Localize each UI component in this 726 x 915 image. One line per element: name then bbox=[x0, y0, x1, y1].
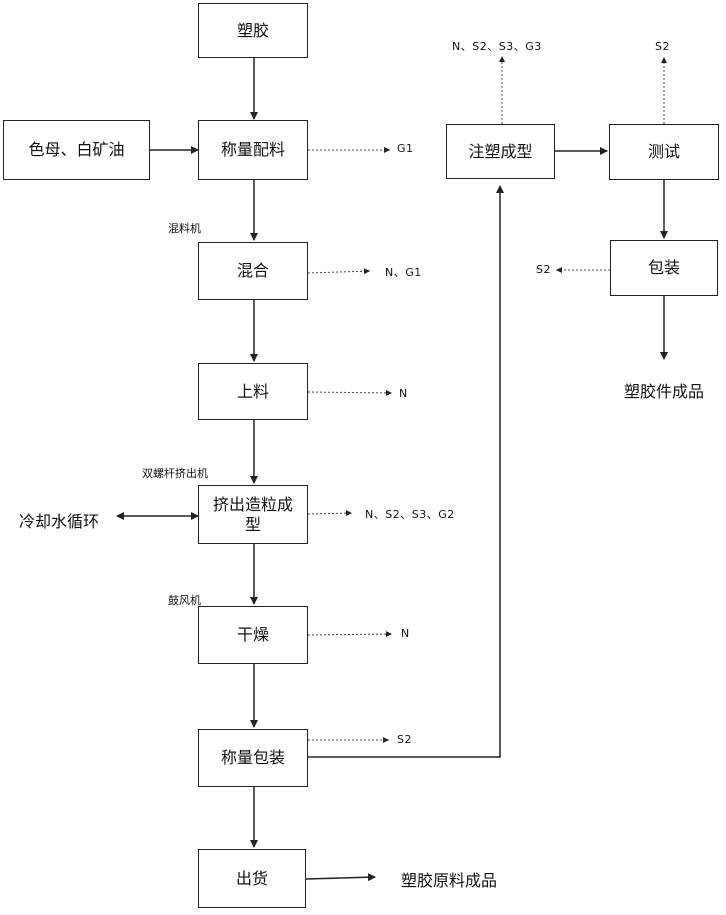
emission-feed bbox=[307, 389, 393, 396]
node-part-product: 塑胶件成品 bbox=[608, 362, 720, 418]
equipment-twin-screw: 双螺杆挤出机 bbox=[142, 467, 208, 480]
output-weigh-batch: G1 bbox=[397, 142, 414, 155]
arrow-ship-to-product bbox=[305, 873, 376, 882]
emission-dry bbox=[307, 631, 393, 638]
node-weigh-pack: 称量包装 bbox=[198, 729, 308, 787]
emission-mix bbox=[307, 268, 371, 275]
output-extrude: N、S2、S3、G2 bbox=[365, 508, 455, 521]
node-plastic: 塑胶 bbox=[198, 3, 308, 58]
node-mix: 混合 bbox=[198, 242, 308, 300]
node-ship: 出货 bbox=[198, 849, 306, 908]
equipment-blower: 鼓风机 bbox=[168, 594, 201, 607]
equipment-mixer: 混料机 bbox=[168, 222, 201, 235]
node-cooling: 冷却水循环 bbox=[3, 492, 115, 548]
output-test: S2 bbox=[655, 40, 670, 53]
output-mix: N、G1 bbox=[385, 266, 422, 279]
node-pack: 包装 bbox=[610, 240, 718, 296]
node-extrude: 挤出造粒成型 bbox=[198, 485, 308, 544]
arrow-weighpack-to-inject bbox=[306, 185, 504, 758]
output-weigh-pack: S2 bbox=[397, 733, 412, 746]
output-dry: N bbox=[401, 627, 410, 640]
output-inject: N、S2、S3、G3 bbox=[452, 40, 542, 53]
node-color-oil: 色母、白矿油 bbox=[3, 120, 150, 180]
node-test: 测试 bbox=[609, 124, 719, 180]
node-raw-product: 塑胶原料成品 bbox=[378, 851, 520, 906]
node-feed: 上料 bbox=[198, 363, 308, 420]
output-pack: S2 bbox=[536, 263, 551, 276]
node-inject: 注塑成型 bbox=[446, 124, 555, 179]
output-feed: N bbox=[399, 387, 408, 400]
emission-extrude bbox=[307, 510, 353, 517]
node-dry: 干燥 bbox=[198, 606, 308, 664]
node-weigh-batch: 称量配料 bbox=[198, 120, 308, 180]
